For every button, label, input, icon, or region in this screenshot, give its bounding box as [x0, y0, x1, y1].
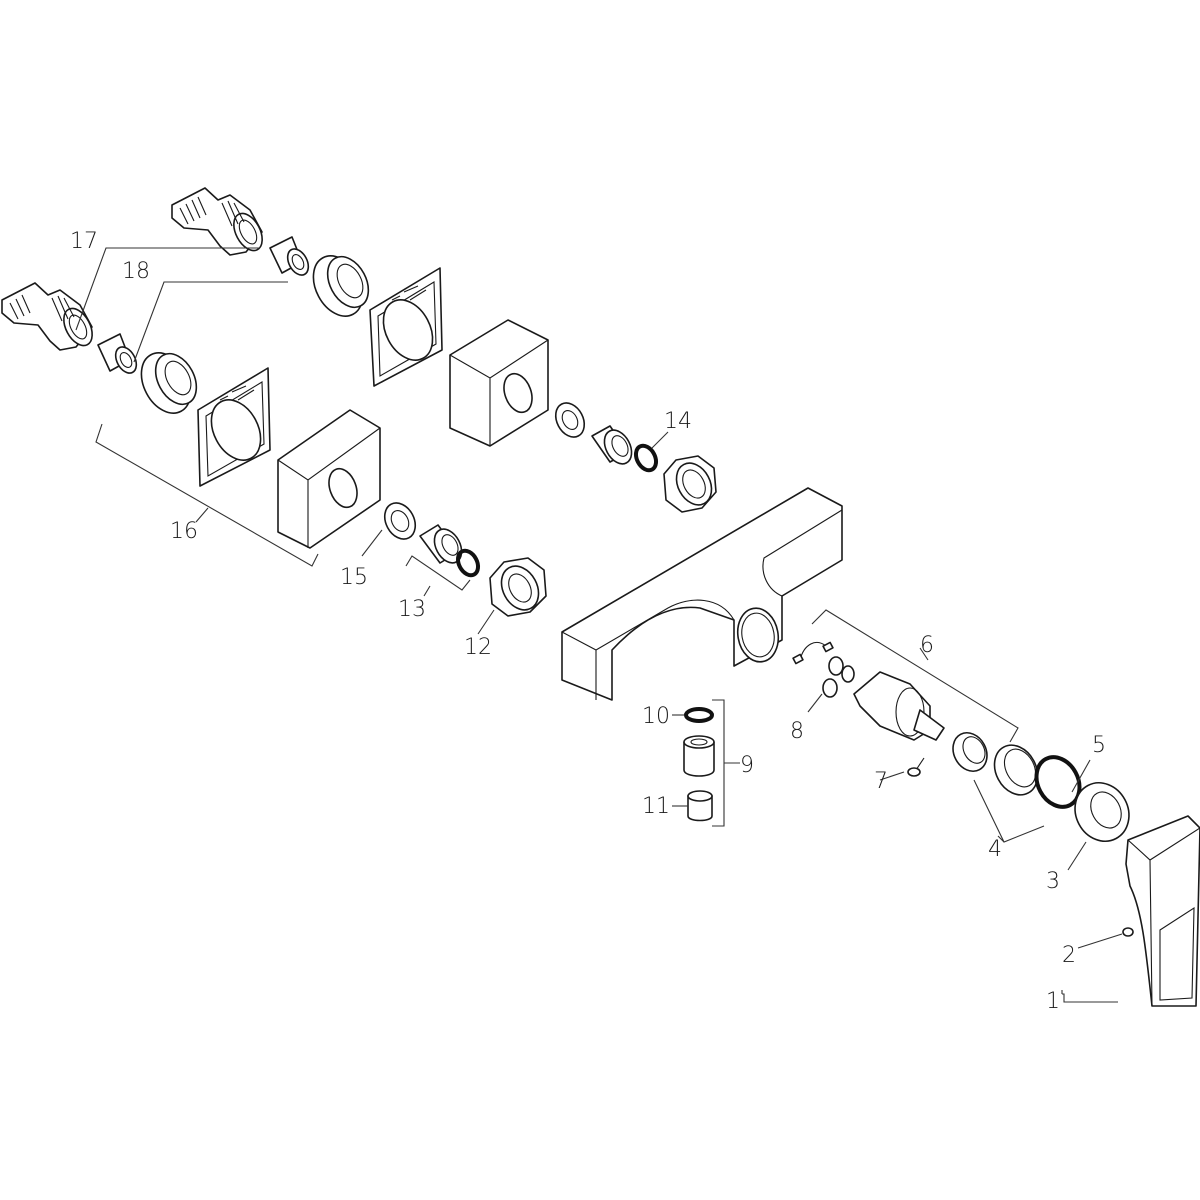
cartridge-seal [822, 656, 855, 698]
callout-10: 10 [642, 704, 670, 729]
callout-5: 5 [1092, 733, 1106, 758]
callout-6: 6 [920, 633, 934, 658]
callout-17: 17 [70, 229, 98, 254]
callout-15: 15 [340, 565, 368, 590]
lower-threaded-connector [1, 282, 93, 351]
upper-adapter [591, 425, 633, 465]
diverter-insert [687, 790, 713, 822]
callout-8: 8 [790, 719, 804, 744]
cartridge-nut [952, 732, 988, 772]
callout-7: 7 [874, 769, 888, 794]
lower-o-ring [455, 548, 481, 578]
callout-labels: 1 2 3 4 5 6 7 8 9 10 11 12 13 14 15 16 1… [70, 229, 1106, 1014]
lower-mounting-plate [197, 367, 271, 487]
threaded-sleeve [993, 744, 1039, 796]
callout-13: 13 [398, 597, 426, 622]
lower-knurled-nut [140, 352, 198, 414]
callout-18: 18 [122, 259, 150, 284]
upper-flow-insert [269, 236, 310, 276]
callout-3: 3 [1046, 869, 1060, 894]
upper-hex-nut [663, 455, 717, 513]
callout-4: 4 [988, 837, 1002, 862]
handle-set-screw [1122, 927, 1134, 937]
upper-threaded-connector [171, 187, 263, 256]
cartridge [853, 671, 945, 741]
lower-flow-insert [97, 333, 138, 374]
lower-square-cover [277, 409, 381, 549]
callout-12: 12 [464, 635, 492, 660]
large-o-ring [1034, 755, 1082, 809]
retaining-clip [792, 641, 834, 665]
callout-11: 11 [642, 794, 670, 819]
lever-handle [1125, 815, 1200, 1007]
callout-2: 2 [1062, 943, 1076, 968]
leader-lines [75, 247, 1123, 1003]
upper-o-ring [633, 443, 659, 473]
diverter-o-ring [684, 707, 714, 723]
callout-9: 9 [740, 753, 754, 778]
callout-16: 16 [170, 519, 198, 544]
lower-hex-nut [489, 557, 547, 617]
mixer-body [561, 487, 843, 701]
trim-rosette [1074, 782, 1130, 842]
upper-square-cover [449, 319, 549, 447]
diverter-body [683, 735, 715, 777]
callout-1: 1 [1046, 989, 1060, 1014]
upper-mounting-plate [369, 267, 443, 387]
upper-washer [554, 402, 586, 438]
lower-washer [383, 502, 417, 540]
upper-knurled-nut [312, 255, 370, 317]
cartridge-screw [907, 757, 925, 777]
callout-14: 14 [664, 409, 692, 434]
